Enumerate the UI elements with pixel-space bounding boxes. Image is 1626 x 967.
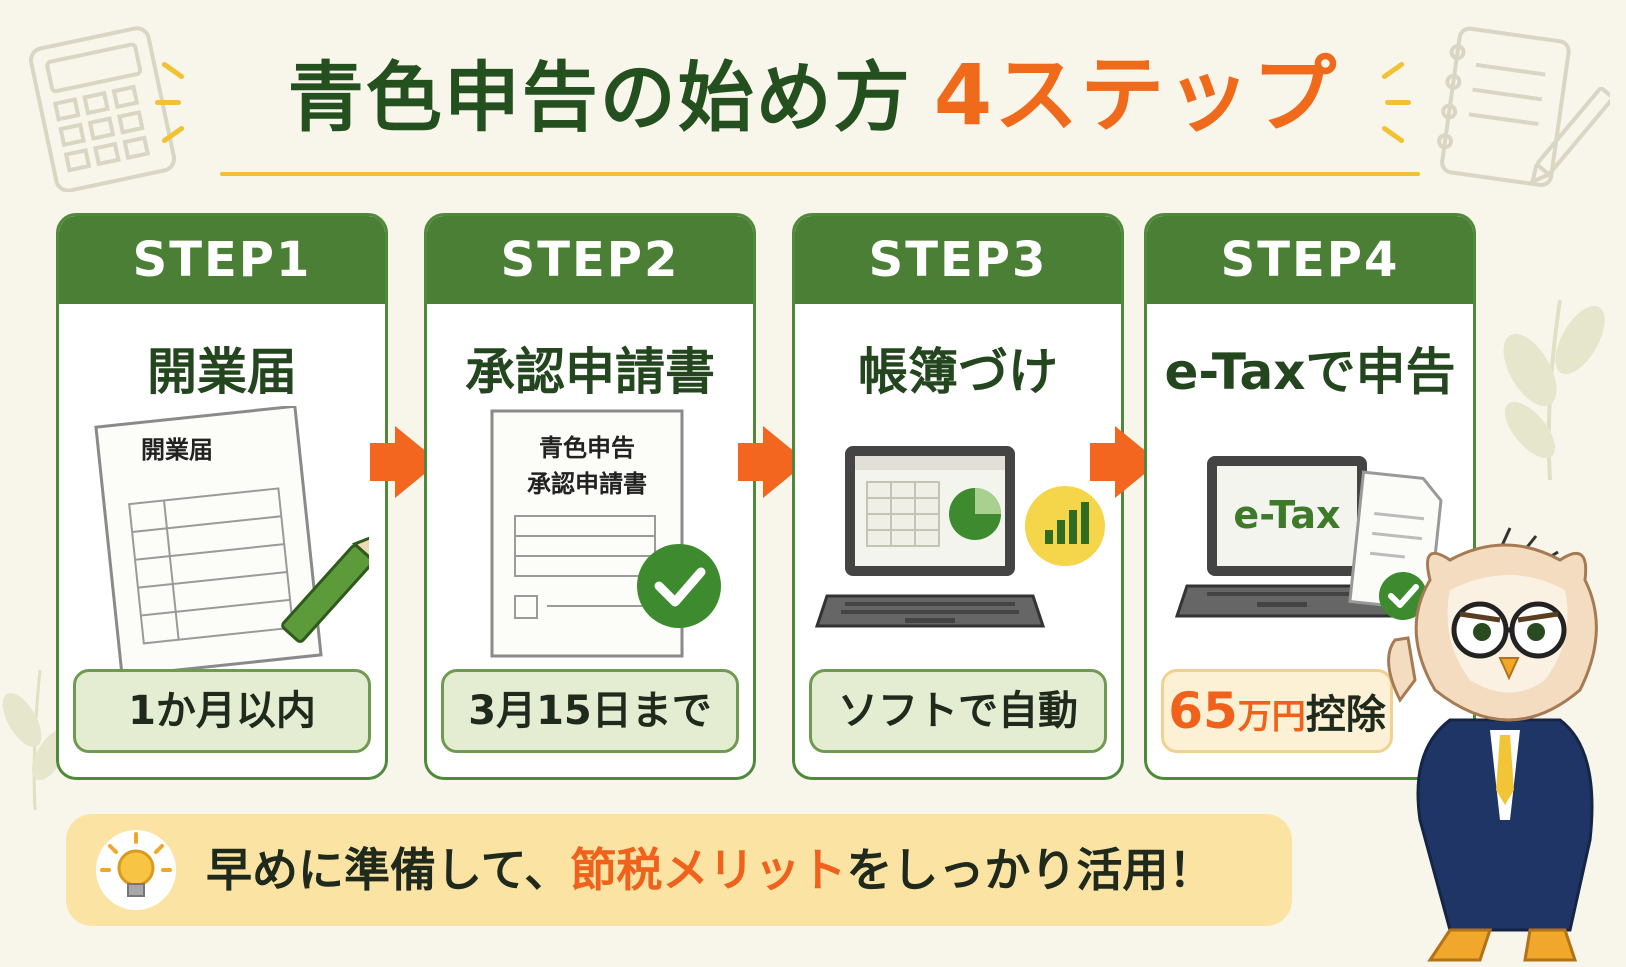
step-label: STEP4 (1147, 216, 1473, 304)
step-label: STEP3 (795, 216, 1121, 304)
check-icon (637, 544, 721, 628)
tip-text: 早めに準備して、節税メリットをしっかり活用！ (206, 814, 1214, 926)
owl-mascot (1387, 527, 1598, 962)
pencil-icon (281, 530, 369, 643)
screen-label: e-Tax (1233, 493, 1340, 537)
step-pill: 1か月以内 (73, 669, 371, 753)
tip-highlight: 節税メリット (570, 843, 847, 897)
laptop-icon (815, 446, 1105, 628)
title-accent: 4ステップ (933, 46, 1339, 144)
step-pill: 3月15日まで (441, 669, 739, 753)
tip-banner: 早めに準備して、節税メリットをしっかり活用！ (66, 814, 1292, 926)
step-pill: ソフトで自動 (809, 669, 1107, 753)
bar-chart-icon (1025, 486, 1105, 566)
title-spark (1385, 100, 1411, 105)
document-icon: 開業届 (94, 406, 369, 676)
step-label: STEP1 (59, 216, 385, 304)
tip-after: をしっかり活用！ (846, 843, 1215, 897)
step-title: e-Taxで申告 (1164, 343, 1456, 401)
step-title: 開業届 (147, 343, 297, 401)
step-pill: 65万円控除 (1161, 669, 1393, 753)
arrow-icon (370, 443, 398, 481)
step-title: 帳簿づけ (858, 343, 1058, 401)
step-label: STEP2 (427, 216, 753, 304)
tip-before: 早めに準備して、 (206, 843, 571, 897)
lightbulb-icon (96, 830, 176, 910)
document-title: 開業届 (141, 436, 213, 464)
leaf-icon (1503, 299, 1605, 480)
arrow-icon (1090, 443, 1118, 481)
pill-unit: 万円 (1237, 697, 1306, 737)
check-icon (1379, 572, 1427, 620)
document-icon: 青色申告 承認申請書 (490, 409, 721, 658)
pill-number: 65 (1168, 682, 1238, 740)
step-card-3: STEP3 帳簿づけ ソフトで自動 (792, 213, 1124, 780)
document-icon (1348, 470, 1443, 612)
document-line-1: 青色申告 (539, 434, 635, 462)
notebook-pencil-icon (1437, 26, 1610, 187)
step-card-1: STEP1 開業届 開業届 1か月以内 (56, 213, 388, 780)
arrow-icon (738, 443, 766, 481)
pill-rest: 控除 (1305, 692, 1386, 738)
calculator-icon (28, 26, 177, 192)
title-main: 青色申告の始め方 (287, 53, 912, 142)
document-line-2: 承認申請書 (527, 470, 647, 498)
step-card-2: STEP2 承認申請書 青色申告 承認申請書 3月15日まで (424, 213, 756, 780)
title-spark (155, 100, 181, 105)
laptop-icon: e-Tax (1174, 456, 1443, 620)
pie-chart-icon (949, 488, 1001, 540)
step-title: 承認申請書 (465, 343, 715, 401)
title-underline (220, 172, 1420, 176)
step-card-4: STEP4 e-Taxで申告 e-Tax 65万円控除 (1144, 213, 1476, 780)
